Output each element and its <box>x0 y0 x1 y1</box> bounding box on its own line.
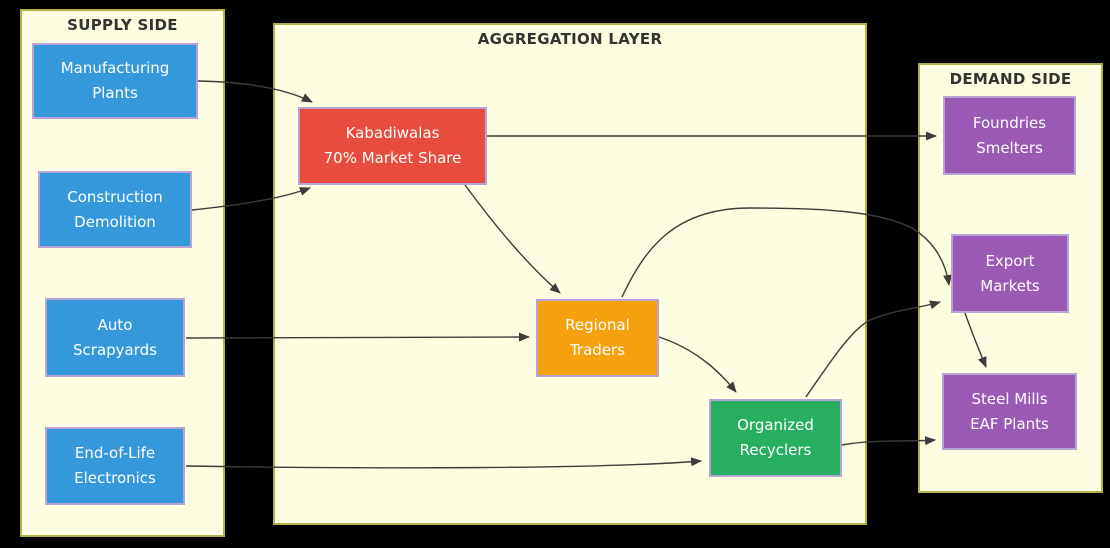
panel-supply-title: SUPPLY SIDE <box>67 16 178 34</box>
node-label-line: Smelters <box>976 138 1043 157</box>
node-label-line: Export <box>985 251 1035 270</box>
node-label-line: Auto <box>97 315 133 334</box>
node-organized-recyclers: Organized Recyclers <box>709 399 842 477</box>
node-label-line: Manufacturing <box>60 59 170 77</box>
node-label-line: Organized <box>737 416 814 434</box>
node-export-markets: Export Markets <box>951 234 1069 313</box>
node-label-line: Construction <box>67 187 163 206</box>
node-label-line: Markets <box>980 276 1040 295</box>
node-label-line: Recyclers <box>739 441 812 459</box>
node-steel-mills-eaf-plants: Steel Mills EAF Plants <box>942 373 1077 450</box>
node-foundries-smelters: Foundries Smelters <box>943 96 1076 175</box>
arrow-regional-to-export <box>621 207 953 298</box>
node-end-of-life-electronics: End-of-Life Electronics <box>45 427 185 505</box>
panel-demand-title: DEMAND SIDE <box>949 70 1072 88</box>
node-label-line: 70% Market Share <box>323 149 462 167</box>
node-label-line: Demolition <box>74 212 156 231</box>
node-label-line: End-of-Life <box>74 444 156 462</box>
node-label-line: EAF Plants <box>970 414 1049 433</box>
node-kabadiwalas: Kabadiwalas 70% Market Share <box>298 107 487 185</box>
node-label-line: Steel Mills <box>971 389 1048 408</box>
panel-aggregation-title: AGGREGATION LAYER <box>477 30 663 48</box>
arrow-kabadiwalas-to-regional <box>464 184 561 294</box>
node-label-line: Electronics <box>74 469 156 487</box>
arrow-export-to-steel <box>964 312 987 368</box>
arrow-organized-to-export <box>805 300 941 398</box>
arrow-construction-to-kabadiwalas <box>191 187 311 211</box>
arrow-eol-to-organized <box>185 457 702 469</box>
node-label-line: Foundries <box>972 113 1047 132</box>
node-label-line: Plants <box>92 84 138 102</box>
arrow-manufacturing-to-kabadiwalas <box>197 80 313 103</box>
node-label-line: Traders <box>569 341 626 359</box>
node-auto-scrapyards: Auto Scrapyards <box>45 298 185 377</box>
arrow-organized-to-steel <box>841 436 936 446</box>
node-label-line: Scrapyards <box>73 340 157 359</box>
node-label-line: Regional <box>565 316 630 334</box>
node-construction-demolition: Construction Demolition <box>38 171 192 248</box>
arrow-regional-to-organized <box>658 336 737 393</box>
arrow-auto-to-regional <box>185 332 530 342</box>
node-label-line: Kabadiwalas <box>345 124 440 142</box>
node-regional-traders: Regional Traders <box>536 299 659 377</box>
node-manufacturing-plants: Manufacturing Plants <box>32 43 198 119</box>
